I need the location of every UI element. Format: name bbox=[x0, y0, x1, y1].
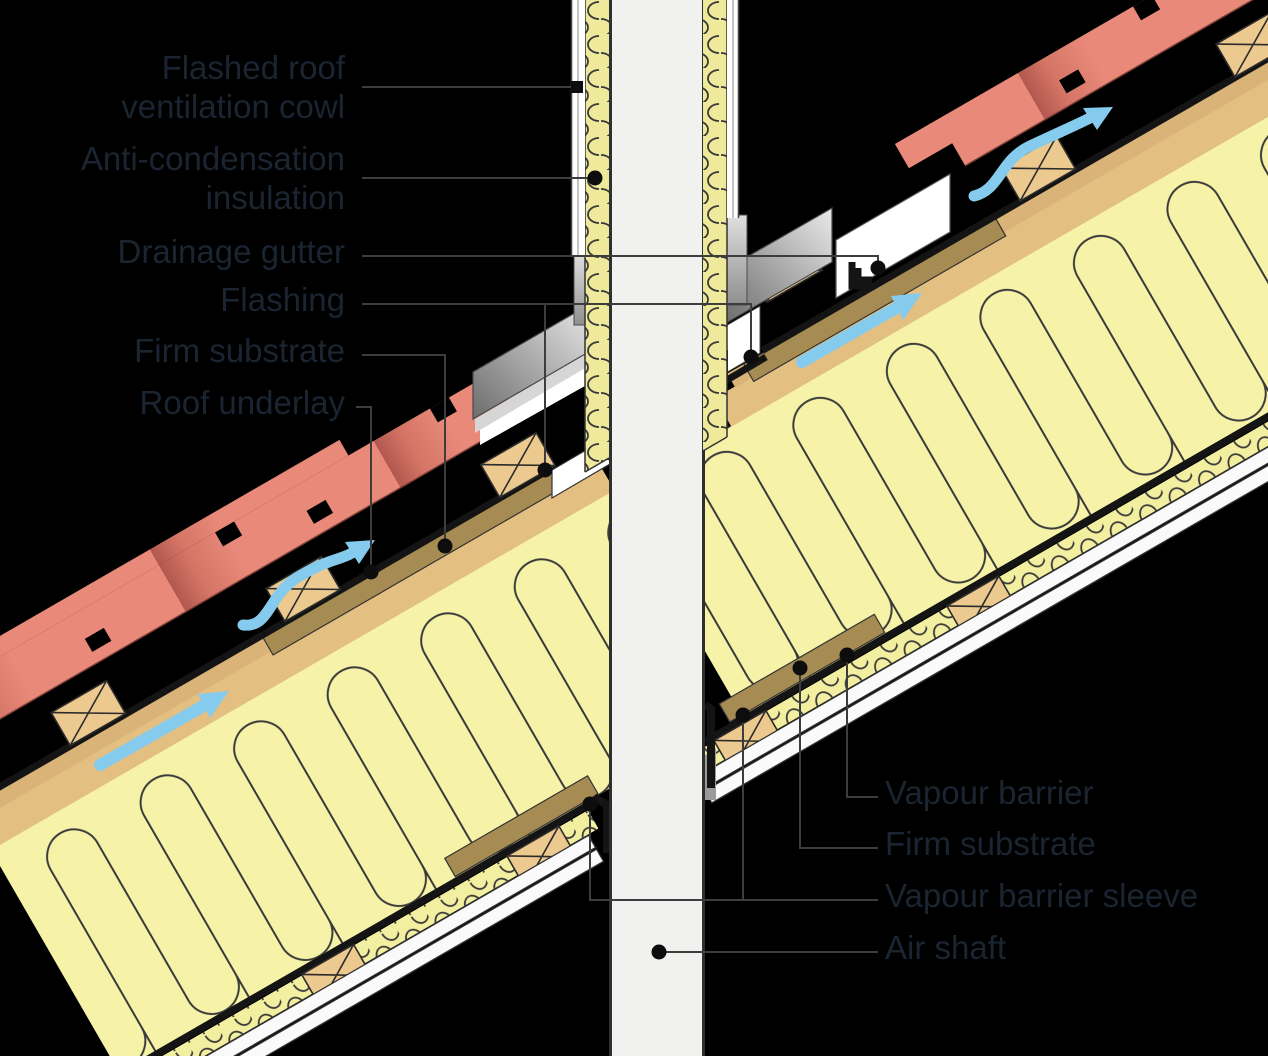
leader-roof-underlay bbox=[356, 406, 372, 566]
label-drainage-gutter: Drainage gutter bbox=[117, 233, 345, 270]
counter-batten-layer-left bbox=[0, 461, 610, 851]
label-air-shaft: Air shaft bbox=[885, 929, 1007, 966]
vapour-barrier-sleeve-left bbox=[591, 793, 610, 853]
gutter-hook-profile bbox=[848, 262, 872, 290]
flashing-upstand-right bbox=[726, 214, 748, 306]
airflow-arrow bbox=[968, 112, 1096, 202]
anti-condensation-insulation-left-strip bbox=[584, 0, 610, 473]
air-shaft-assembly bbox=[570, 0, 740, 1056]
roof-tiles-right bbox=[894, 0, 1268, 169]
airflow-arrows bbox=[94, 107, 1113, 771]
label-firm-substrate-outer: Firm substrate bbox=[134, 332, 345, 369]
label-flashing: Flashing bbox=[220, 281, 345, 318]
vapour-barrier-left bbox=[118, 797, 597, 1056]
airflow-arrow bbox=[796, 301, 904, 368]
airflow-arrow bbox=[94, 699, 211, 771]
ceiling-boards-left bbox=[132, 834, 605, 1056]
firm-substrate-plank-inner-left bbox=[443, 774, 599, 878]
label-vapour-barrier-sleeve: Vapour barrier sleeve bbox=[885, 877, 1199, 914]
shaft-wall-right bbox=[702, 0, 705, 1056]
ventilation-cowl-left-skin bbox=[570, 0, 585, 256]
leader-firm-substrate-inner bbox=[799, 672, 878, 849]
ventilation-cowl-right-skin bbox=[727, 0, 740, 218]
label-anti-condensation-insulation: Anti-condensation insulation bbox=[80, 140, 345, 216]
airflow-arrow bbox=[237, 547, 358, 631]
leader-lines bbox=[356, 86, 879, 953]
leader-dots bbox=[363, 81, 886, 960]
vapour-barrier-right bbox=[705, 275, 1268, 745]
leader-flashing bbox=[362, 303, 752, 466]
label-roof-underlay: Roof underlay bbox=[139, 384, 345, 421]
shaft-wall-left bbox=[609, 0, 612, 1056]
counter-batten-layer-right bbox=[714, 25, 1268, 427]
leader-vapour-barrier bbox=[846, 659, 878, 798]
gutter-skirt-grey-left bbox=[475, 350, 592, 433]
air-shaft-interior bbox=[612, 0, 702, 1056]
label-firm-substrate-inner: Firm substrate bbox=[885, 825, 1096, 862]
left-shaft-junction bbox=[472, 252, 610, 853]
leader-firm-substrate-outer bbox=[362, 354, 446, 540]
anti-condensation-insulation-right-strip bbox=[702, 0, 728, 452]
right-roof-section bbox=[705, 0, 1268, 804]
vapour-barrier-sleeve-right bbox=[705, 701, 715, 788]
label-flashed-roof-ventilation-cowl: Flashed roof ventilation cowl bbox=[121, 49, 345, 125]
drainage-gutter-piece bbox=[835, 172, 951, 300]
roof-underlay-left bbox=[0, 462, 558, 810]
leader-vapour-barrier-sleeve bbox=[589, 719, 878, 901]
roof-tiles-left bbox=[0, 362, 578, 787]
dot-cowl bbox=[571, 81, 583, 93]
label-vapour-barrier: Vapour barrier bbox=[885, 774, 1094, 811]
gutter-skirt-white-left bbox=[480, 364, 592, 445]
underlay-lap-right bbox=[725, 353, 768, 384]
